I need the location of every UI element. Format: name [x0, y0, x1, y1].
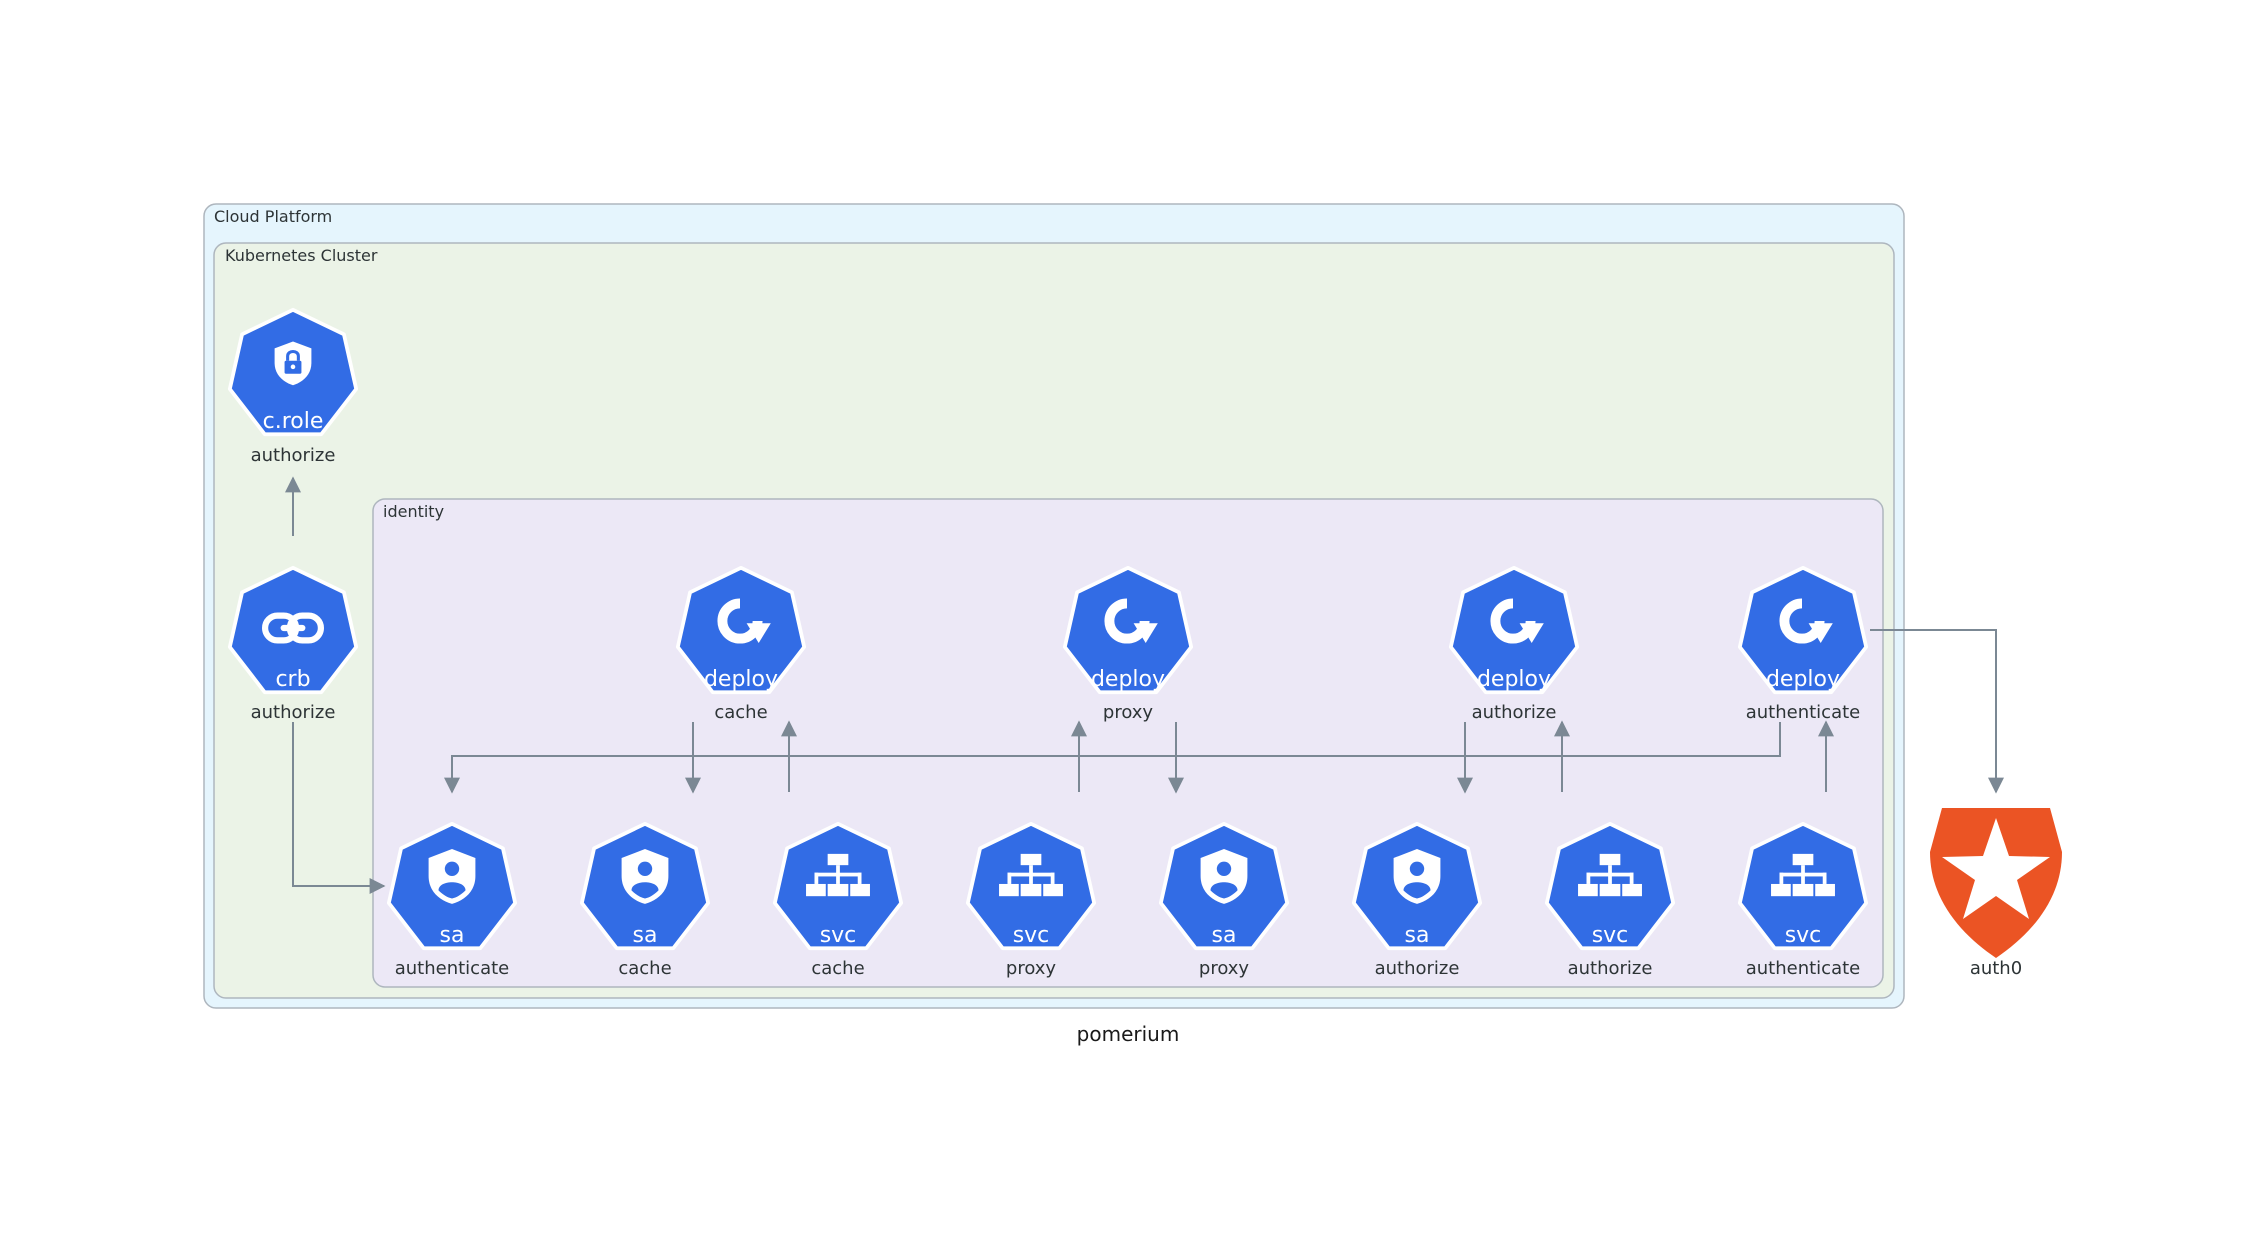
edge-deploy-authenticate-to-sa-authenticate	[444, 722, 1781, 794]
node-label: authorize	[1472, 702, 1557, 723]
sa-authorize-node[interactable]: sa authorize	[1351, 821, 1483, 979]
sa-cache-node[interactable]: sa cache	[579, 821, 711, 979]
node-badge: deploy	[1091, 667, 1165, 692]
clusterrole-authorize-node[interactable]: c.role authorize	[227, 307, 359, 466]
node-badge: sa	[1212, 923, 1237, 948]
node-label: cache	[714, 702, 767, 723]
deploy-authorize-node[interactable]: deploy authorize	[1448, 565, 1580, 723]
node-label: cache	[618, 958, 671, 979]
node-label: cache	[811, 958, 864, 979]
identity-cluster-label: identity	[383, 502, 444, 521]
node-label: authorize	[251, 445, 336, 466]
svc-proxy-node[interactable]: svc proxy	[965, 821, 1097, 979]
node-label: proxy	[1103, 702, 1154, 723]
node-badge: deploy	[1477, 667, 1551, 692]
sa-proxy-node[interactable]: sa proxy	[1158, 821, 1290, 979]
node-badge: deploy	[1766, 667, 1840, 692]
node-badge: svc	[1013, 923, 1050, 948]
node-badge: sa	[1405, 923, 1430, 948]
node-label: authorize	[1568, 958, 1653, 979]
node-label: proxy	[1006, 958, 1057, 979]
auth0-node[interactable]: auth0	[1930, 808, 2062, 979]
edges	[285, 476, 2004, 894]
edge-crb-to-sa-authenticate	[292, 722, 386, 894]
node-label: proxy	[1199, 958, 1250, 979]
diagram-title: pomerium	[1077, 1022, 1180, 1046]
node-badge: c.role	[263, 409, 324, 434]
node-badge: svc	[1592, 923, 1629, 948]
auth0-star-shield-icon	[1930, 808, 2062, 958]
node-badge: svc	[820, 923, 857, 948]
clusterrolebinding-authorize-node[interactable]: crb authorize	[227, 565, 359, 723]
sa-authenticate-node[interactable]: sa authenticate	[386, 821, 518, 979]
deploy-cache-node[interactable]: deploy cache	[675, 565, 807, 723]
node-label: authorize	[251, 702, 336, 723]
deploy-authenticate-node[interactable]: deploy authenticate	[1737, 565, 1869, 723]
edge-deploy-authenticate-to-auth0	[1870, 629, 2004, 794]
svc-authorize-node[interactable]: svc authorize	[1544, 821, 1676, 979]
node-label: authenticate	[395, 958, 510, 979]
node-badge: svc	[1785, 923, 1822, 948]
node-badge: sa	[633, 923, 658, 948]
node-label: authenticate	[1746, 702, 1861, 723]
kubernetes-cluster-label: Kubernetes Cluster	[225, 246, 378, 265]
svc-cache-node[interactable]: svc cache	[772, 821, 904, 979]
node-badge: sa	[440, 923, 465, 948]
deploy-proxy-node[interactable]: deploy proxy	[1062, 565, 1194, 723]
node-label: authorize	[1375, 958, 1460, 979]
cloud-platform-label: Cloud Platform	[214, 207, 332, 226]
node-badge: deploy	[704, 667, 778, 692]
node-label: auth0	[1970, 958, 2022, 979]
svc-authenticate-node[interactable]: svc authenticate	[1737, 821, 1869, 979]
node-badge: crb	[275, 667, 310, 692]
node-label: authenticate	[1746, 958, 1861, 979]
